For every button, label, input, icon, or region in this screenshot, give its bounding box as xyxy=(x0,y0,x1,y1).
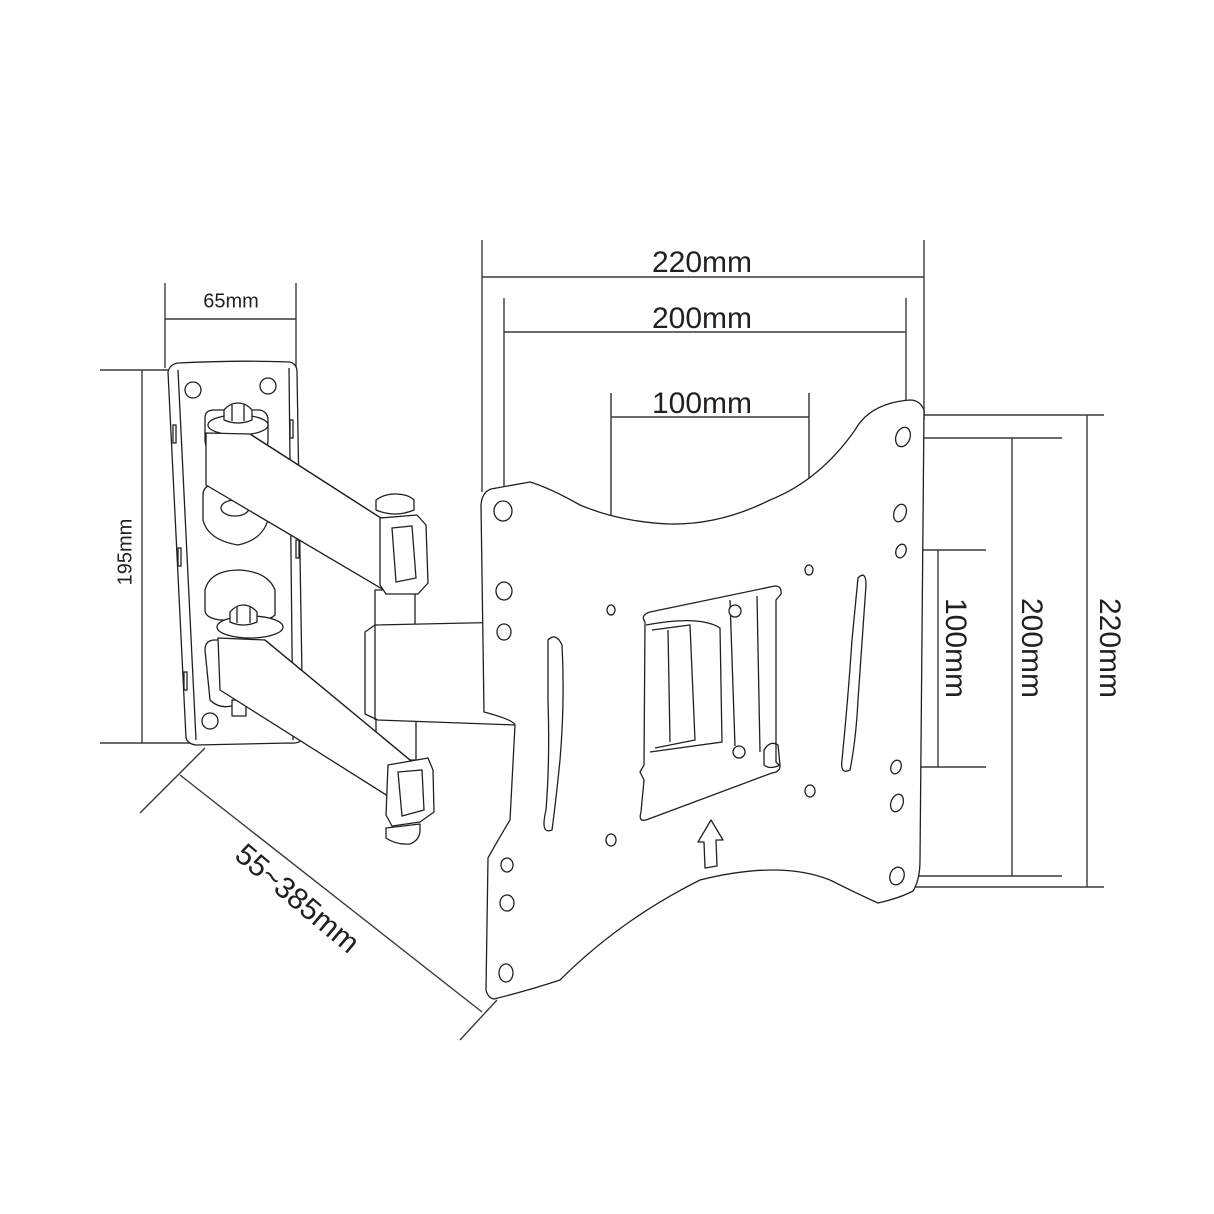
label-arm-extension: 55~385mm xyxy=(229,838,366,960)
label-wall-plate-height: 195mm xyxy=(114,519,136,586)
label-vesa-inner-height: 100mm xyxy=(939,598,972,698)
swivel-joint xyxy=(364,589,516,761)
label-vesa-mid-height: 200mm xyxy=(1015,598,1048,698)
up-arrow-icon xyxy=(697,819,724,869)
label-vesa-outer-width: 220mm xyxy=(652,246,752,279)
upper-arm xyxy=(205,402,429,595)
tilt-bracket xyxy=(639,585,782,821)
label-vesa-mid-width: 200mm xyxy=(652,302,752,335)
lower-arm xyxy=(216,604,435,845)
label-vesa-outer-height: 220mm xyxy=(1093,598,1126,698)
label-vesa-inner-width: 100mm xyxy=(652,387,752,420)
label-wall-plate-width: 65mm xyxy=(203,290,259,312)
